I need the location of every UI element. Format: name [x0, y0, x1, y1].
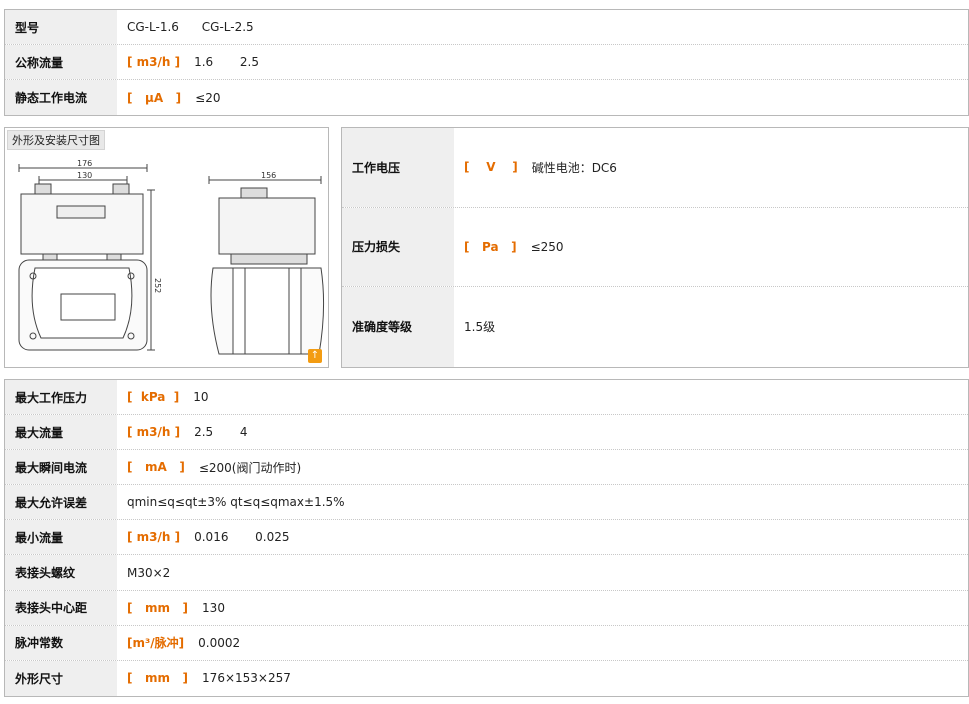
spec-label: 最大流量	[5, 415, 117, 450]
spec-value-cell: 1.5级	[454, 287, 968, 367]
spec-label: 脉冲常数	[5, 625, 117, 660]
spec-value-cell: M30×2	[117, 555, 968, 589]
front-view-drawing: 176 130 252	[18, 159, 162, 351]
spec-label: 型号	[5, 10, 117, 44]
spec-value-cell: CG-L-1.6 CG-L-2.5	[117, 10, 968, 44]
spec-row: 最大瞬间电流 [ mA ] ≤200(阀门动作时)	[5, 450, 968, 486]
dim-side-width: 156	[261, 171, 276, 180]
spec-unit: [ m3/h ]	[127, 425, 181, 440]
spec-row: 静态工作电流 [ μA ] ≤20	[5, 80, 968, 115]
spec-value: 2.5 4	[194, 425, 248, 440]
spec-value: 0.016 0.025	[194, 530, 290, 545]
spec-unit: [ mm ]	[127, 671, 189, 686]
spec-value-cell: [ mm ] 130	[117, 591, 968, 625]
spec-value: qmin≤q≤qt±3% qt≤q≤qmax±1.5%	[127, 495, 345, 510]
spec-label: 最小流量	[5, 520, 117, 555]
spec-value-cell: [ mA ] ≤200(阀门动作时)	[117, 450, 968, 484]
spec-unit: [ μA ]	[127, 90, 182, 105]
spec-row: 最小流量 [ m3/h ] 0.016 0.025	[5, 520, 968, 556]
spec-value-cell: qmin≤q≤qt±3% qt≤q≤qmax±1.5%	[117, 485, 968, 519]
spec-table-right: 工作电压 [ V ] 碱性电池：DC6 压力损失 [ Pa ] ≤250 准确度等级 1.5级	[341, 127, 969, 368]
spec-row: 脉冲常数 [m³/脉冲] 0.0002	[5, 625, 968, 661]
spec-unit: [ mA ]	[127, 460, 185, 475]
spec-value-cell: [ m3/h ] 0.016 0.025	[117, 520, 968, 554]
spec-value-cell: [ μA ] ≤20	[117, 80, 968, 115]
spec-label: 压力损失	[342, 207, 454, 287]
spec-row: 压力损失 [ Pa ] ≤250	[342, 207, 968, 288]
spec-label: 公称流量	[5, 45, 117, 79]
spec-label: 最大工作压力	[5, 380, 117, 415]
dimension-figure: 外形及安装尺寸图 176 130 252	[4, 127, 329, 368]
spec-value-cell: [ m3/h ] 1.6 2.5	[117, 45, 968, 79]
spec-value: 176×153×257	[202, 671, 291, 686]
spec-unit: [ mm ]	[127, 600, 189, 615]
spec-unit: [ m3/h ]	[127, 530, 181, 545]
spec-value: ≤250	[530, 239, 564, 254]
spec-value: 130	[202, 600, 225, 615]
spec-value: 1.5级	[464, 320, 496, 335]
spec-label: 工作电压	[342, 128, 454, 207]
spec-row: 最大允许误差 qmin≤q≤qt±3% qt≤q≤qmax±1.5%	[5, 485, 968, 521]
spec-row: 公称流量 [ m3/h ] 1.6 2.5	[5, 45, 968, 80]
spec-label: 表接头中心距	[5, 590, 117, 625]
spec-value: 0.0002	[198, 635, 241, 650]
side-view-drawing: 156	[208, 171, 325, 355]
spec-label: 静态工作电流	[5, 80, 117, 115]
spec-value-cell: [ kPa ] 10	[117, 380, 968, 414]
spec-row: 型号 CG-L-1.6 CG-L-2.5	[5, 10, 968, 45]
spec-label: 最大允许误差	[5, 485, 117, 520]
spec-value: ≤20	[195, 90, 221, 105]
spec-value-cell: [ m3/h ] 2.5 4	[117, 415, 968, 449]
spec-row: 准确度等级 1.5级	[342, 287, 968, 367]
spec-unit: [ m3/h ]	[127, 55, 181, 69]
meter-drawing: 176 130 252 156	[18, 159, 325, 355]
spec-row: 最大流量 [ m3/h ] 2.5 4	[5, 415, 968, 451]
spec-value-cell: [m³/脉冲] 0.0002	[117, 626, 968, 660]
spec-value: 碱性电池：DC6	[531, 160, 617, 175]
spec-unit: [ kPa ]	[127, 390, 180, 405]
spec-value: CG-L-1.6 CG-L-2.5	[127, 20, 254, 34]
dim-height: 252	[153, 278, 162, 293]
spec-row: 工作电压 [ V ] 碱性电池：DC6	[342, 128, 968, 208]
spec-table-top: 型号 CG-L-1.6 CG-L-2.5 公称流量 [ m3/h ] 1.6 2.5 静态…	[4, 9, 969, 116]
figure-caption: 外形及安装尺寸图	[7, 130, 105, 150]
spec-label: 表接头螺纹	[5, 555, 117, 590]
spec-unit: [m³/脉冲]	[127, 636, 185, 651]
spec-label: 外形尺寸	[5, 660, 117, 696]
spec-row: 表接头螺纹 M30×2	[5, 555, 968, 591]
spec-value: M30×2	[127, 565, 171, 580]
spec-label: 准确度等级	[342, 287, 454, 367]
expand-icon[interactable]: ↑	[308, 349, 322, 363]
spec-unit: [ Pa ]	[464, 239, 517, 254]
spec-unit: [ V ]	[464, 160, 518, 175]
spec-value: 1.6 2.5	[194, 55, 259, 69]
spec-value-cell: [ mm ] 176×153×257	[117, 661, 968, 696]
spec-value: 10	[193, 390, 209, 405]
spec-row: 表接头中心距 [ mm ] 130	[5, 590, 968, 626]
spec-row: 外形尺寸 [ mm ] 176×153×257	[5, 660, 968, 696]
dim-width-inner: 130	[77, 171, 92, 180]
spec-label: 最大瞬间电流	[5, 450, 117, 485]
spec-row: 最大工作压力 [ kPa ] 10	[5, 380, 968, 416]
spec-value: ≤200(阀门动作时)	[198, 460, 302, 475]
dim-width-outer: 176	[77, 159, 92, 168]
spec-value-cell: [ V ] 碱性电池：DC6	[454, 128, 968, 207]
spec-value-cell: [ Pa ] ≤250	[454, 208, 968, 287]
